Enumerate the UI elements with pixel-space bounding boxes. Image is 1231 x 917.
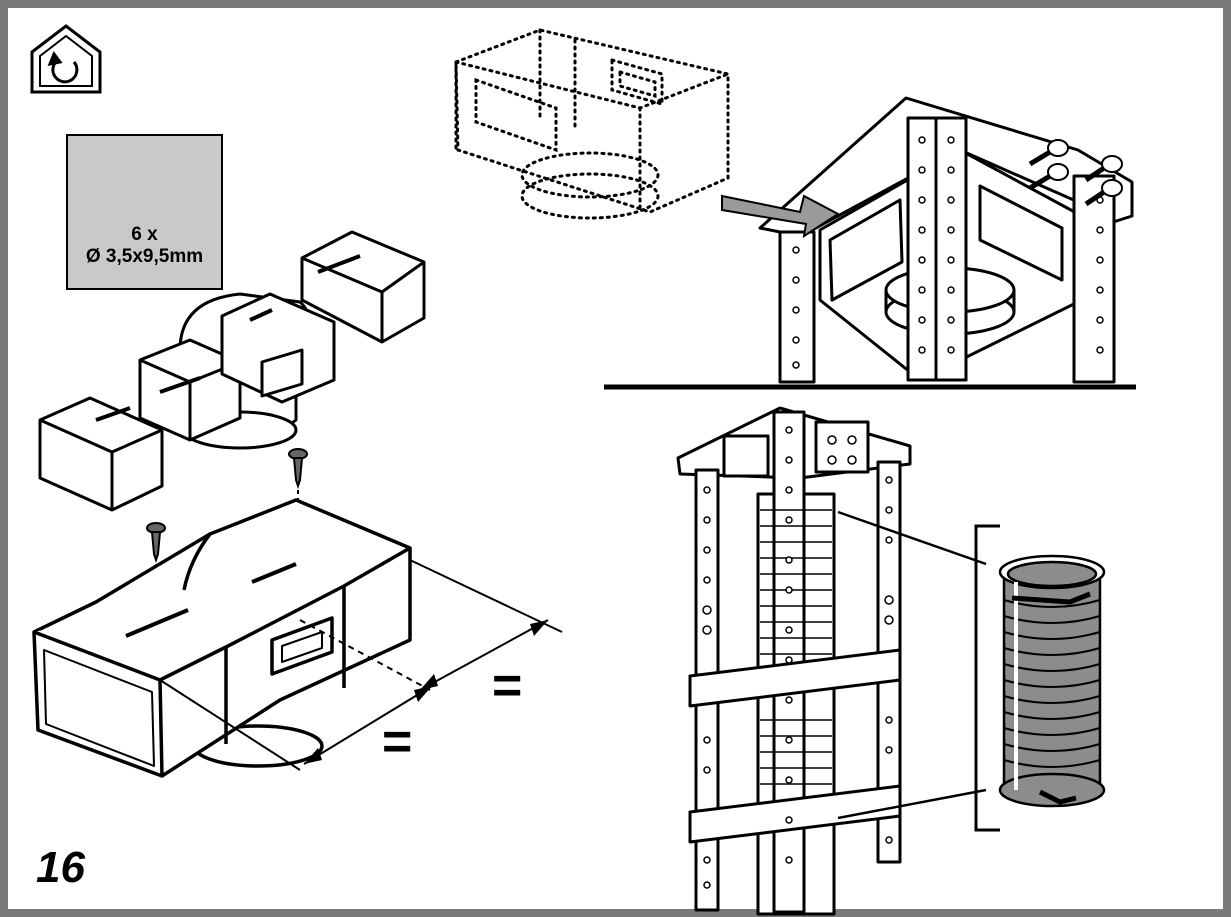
assembled-duct-slots: [125, 562, 297, 638]
bottom-frame-drawing: [676, 406, 912, 916]
flexible-hose-detail: [998, 554, 1106, 808]
equal-mark-lower: =: [382, 713, 413, 771]
callout-lines: [837, 510, 1000, 832]
dimension-arrowheads: [304, 620, 548, 764]
assembled-duct-drawing: [32, 498, 412, 778]
dimension-lines: [159, 559, 563, 771]
top-frame-holes: [792, 136, 1104, 369]
bottom-frame-holes: [702, 426, 894, 889]
step-number: 16: [36, 843, 85, 892]
recirculation-house-icon: [30, 24, 102, 94]
equal-mark-upper: =: [492, 657, 523, 715]
inner-hose-ribs: [760, 509, 832, 785]
top-frame-drawing: [758, 96, 1134, 384]
screw-spec-box: 6 x Ø 3,5x9,5mm: [66, 134, 223, 290]
screw-quantity: 6 x: [131, 224, 158, 245]
exploded-duct-slots: [95, 254, 361, 422]
dotted-hood-drawing: [454, 28, 730, 220]
exploded-duct-parts: [38, 230, 426, 512]
top-frame-screws: [1028, 139, 1123, 207]
direction-arrow-icon: [721, 194, 840, 239]
screw-size: Ø 3,5x9,5mm: [85, 246, 204, 267]
